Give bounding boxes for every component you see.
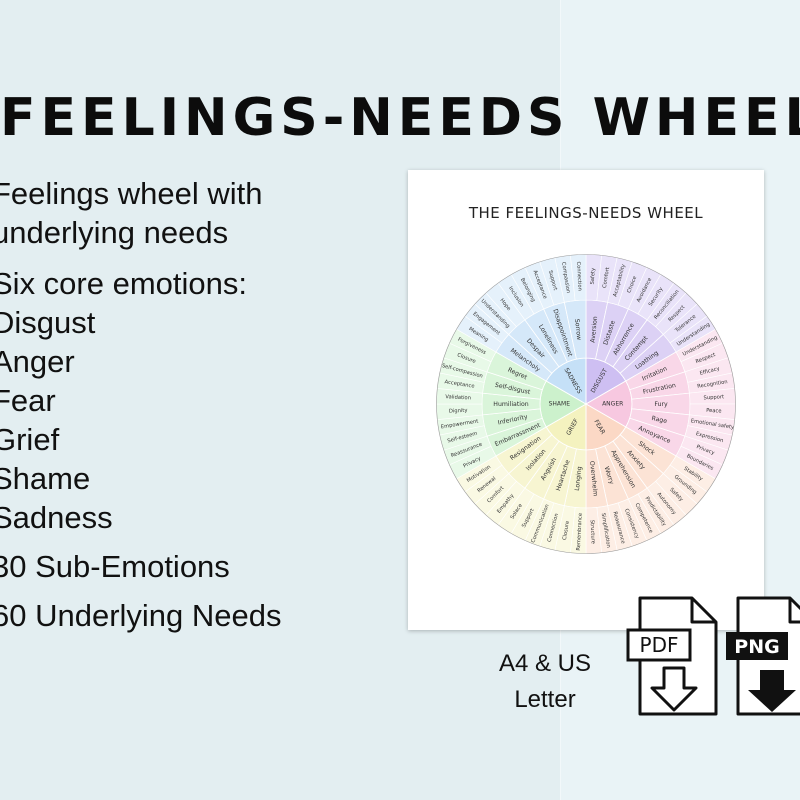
pdf-icon-label: PDF bbox=[640, 633, 679, 657]
need-label: Dignity bbox=[449, 408, 468, 415]
sub-emotion-label: Sorrow bbox=[573, 318, 582, 340]
need-label: Peace bbox=[706, 408, 722, 415]
core-emotion-label: SHAME bbox=[549, 401, 571, 408]
emotion-shame: Shame bbox=[0, 461, 91, 496]
need-label: Structure bbox=[589, 520, 596, 544]
need-label: Closure bbox=[562, 520, 571, 540]
needs-count: 60 Underlying Needs bbox=[0, 598, 282, 633]
emotion-grief: Grief bbox=[0, 422, 60, 457]
sub-emotion-label: Aversion bbox=[589, 316, 599, 343]
sub-emotion-label: Humiliation bbox=[493, 401, 528, 408]
need-label: Comfort bbox=[602, 267, 611, 289]
page-headline: FEELINGS-NEEDS WHEEL bbox=[0, 88, 800, 148]
need-label: Empowerment bbox=[440, 419, 478, 431]
png-download-icon: PNG bbox=[726, 596, 800, 716]
core-emotion-label: ANGER bbox=[602, 401, 623, 408]
need-label: Connection bbox=[575, 261, 583, 291]
feature-line-2: underlying needs bbox=[0, 215, 229, 250]
wheel-outline bbox=[436, 254, 736, 554]
size-line-1: A4 & US bbox=[498, 650, 592, 677]
emotion-fear: Fear bbox=[0, 383, 56, 418]
feature-line-1: Feelings wheel with bbox=[0, 176, 263, 211]
emotion-anger: Anger bbox=[0, 344, 75, 379]
need-label: Efficacy bbox=[699, 366, 720, 377]
core-emotions-title: Six core emotions: bbox=[0, 266, 247, 301]
need-label: Compassion bbox=[560, 262, 571, 294]
sub-emotion-label: Longing bbox=[574, 466, 584, 491]
need-label: Simplification bbox=[600, 513, 611, 549]
sub-emotions-count: 30 Sub-Emotions bbox=[0, 549, 230, 584]
need-label: Support bbox=[703, 394, 724, 401]
need-label: Safety bbox=[590, 268, 597, 285]
sub-emotion-label: Fury bbox=[654, 401, 668, 408]
pdf-download-icon: PDF bbox=[626, 596, 718, 716]
need-label: Choice bbox=[626, 275, 638, 294]
emotion-sadness: Sadness bbox=[0, 500, 113, 535]
emotion-disgust: Disgust bbox=[0, 305, 96, 340]
need-segment bbox=[569, 254, 587, 301]
need-label: Acceptance bbox=[444, 379, 475, 390]
need-label: Recognition bbox=[697, 379, 728, 390]
png-icon-label: PNG bbox=[734, 636, 779, 658]
size-info: A4 & US Letter bbox=[470, 646, 620, 718]
need-label: Validation bbox=[445, 394, 471, 401]
need-label: Remembrance bbox=[576, 513, 584, 551]
poster-title: THE FEELINGS-NEEDS WHEEL bbox=[468, 204, 704, 222]
feature-list: Feelings wheel with underlying needs Six… bbox=[0, 174, 392, 635]
sub-emotion-label: Rage bbox=[651, 415, 668, 425]
need-label: Support bbox=[547, 270, 558, 291]
size-line-2: Letter bbox=[514, 686, 576, 713]
sub-emotion-label: Overwhelm bbox=[588, 461, 599, 497]
